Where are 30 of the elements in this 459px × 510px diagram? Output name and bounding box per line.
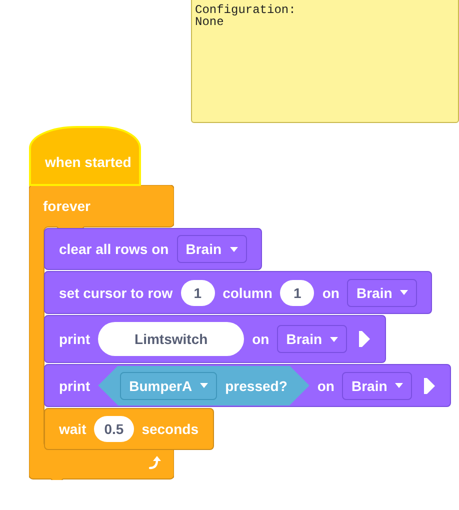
- block-label: on: [317, 378, 334, 394]
- dropdown: Brain: [342, 372, 412, 400]
- hat-block: [29, 126, 141, 186]
- block-label: print: [59, 331, 90, 347]
- comment-text: Configuration: None: [195, 4, 297, 28]
- block-label: pressed?: [225, 378, 288, 394]
- command-block: [44, 271, 432, 314]
- command-block: [44, 408, 214, 450]
- block-label: on: [322, 284, 340, 300]
- command-block: [44, 228, 262, 270]
- command-block: [44, 364, 452, 407]
- block-label: wait: [59, 421, 86, 437]
- number-input: 1: [180, 280, 215, 306]
- block-label: forever: [43, 198, 90, 214]
- block-label: on: [252, 331, 270, 347]
- comment-note: [191, 0, 459, 123]
- block-label: column: [222, 284, 272, 300]
- command-block: [44, 315, 386, 363]
- number-input: 1: [280, 280, 314, 306]
- dropdown: BumperA: [120, 372, 218, 400]
- dropdown: Brain: [277, 325, 348, 353]
- block-label: seconds: [142, 421, 199, 437]
- block-label: print: [59, 378, 90, 394]
- dropdown: Brain: [176, 235, 247, 263]
- block-label: clear all rows on: [59, 241, 169, 257]
- dropdown: Brain: [347, 278, 418, 306]
- number-input: 0.5: [94, 416, 134, 442]
- block-label: set cursor to row: [59, 284, 173, 300]
- text-input: Limtswitch: [98, 322, 244, 356]
- block-label: when started: [45, 154, 132, 170]
